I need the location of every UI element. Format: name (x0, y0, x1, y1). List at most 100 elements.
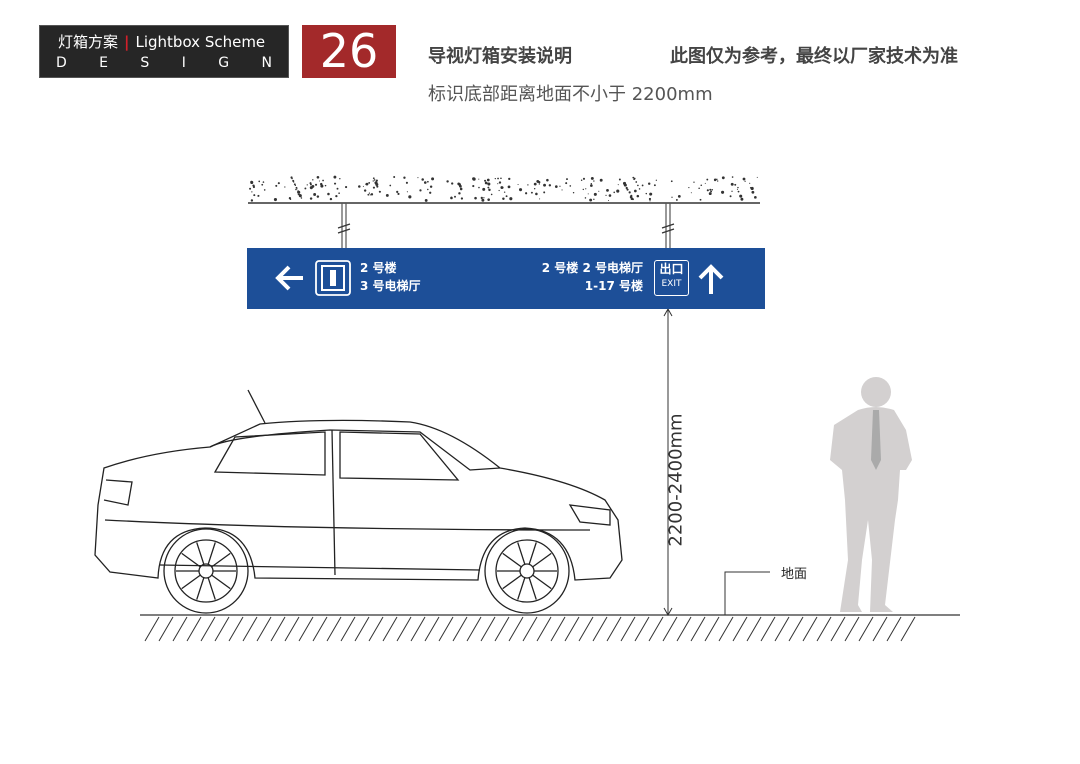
ceiling-speckle (459, 187, 463, 191)
ceiling-speckle (721, 176, 725, 180)
ground-hatch (410, 616, 426, 642)
ceiling-speckle (635, 181, 638, 183)
ground-hatch (522, 616, 538, 642)
ceiling-speckle (638, 188, 641, 190)
ground-hatch (382, 616, 398, 642)
ceiling-speckle (372, 180, 374, 182)
ground-hatch (424, 616, 440, 642)
ceiling-speckle (253, 194, 256, 197)
ground-hatch (158, 616, 174, 642)
ceiling-speckle (730, 182, 734, 186)
subtitle: 标识底部距离地面不小于 2200mm (428, 84, 713, 105)
ceiling-speckle (706, 178, 709, 181)
ceiling-speckle (322, 179, 324, 182)
wheel-spoke (196, 542, 205, 565)
ceiling-speckle (706, 189, 709, 192)
ceiling-speckle (372, 177, 375, 180)
ground-hatch (340, 616, 356, 642)
wheel-spoke (528, 542, 537, 565)
ceiling-speckle (500, 177, 502, 180)
ceiling-speckle (688, 186, 690, 189)
ceiling-speckle (502, 197, 505, 200)
ceiling-speckle (637, 184, 639, 187)
ceiling-speckle (363, 189, 367, 192)
ceiling-speckle (505, 195, 508, 198)
ceiling-speckle (561, 189, 563, 191)
ceiling-speckle (569, 185, 572, 187)
ceiling-speckle (543, 183, 547, 187)
right-destination-2: 1-17 号楼 (584, 279, 643, 293)
ceiling-speckle (335, 194, 338, 198)
ground-hatch (508, 616, 524, 642)
ceiling-speckle (389, 184, 392, 187)
exit-icon: 出口 EXIT (654, 260, 689, 296)
ground-hatch (228, 616, 244, 642)
ceiling-speckle (417, 177, 419, 179)
ground-hatch (858, 616, 874, 642)
ceiling-speckle (708, 192, 712, 196)
ground-hatch (480, 616, 496, 642)
wheel-spoke (207, 577, 216, 600)
ceiling-speckle (509, 197, 513, 201)
ceiling-speckle (590, 184, 593, 187)
ceiling-speckle (289, 198, 292, 200)
brand-en: Lightbox Scheme (135, 33, 266, 51)
ground-hatch (494, 616, 510, 642)
ceiling-speckle (721, 190, 725, 194)
ceiling-speckle (451, 182, 454, 185)
brand-box: 灯箱方案|Lightbox Scheme D E S I G N (39, 25, 289, 78)
wheel-spoke (517, 542, 526, 565)
ceiling-speckle (309, 197, 313, 200)
ceiling-speckle (750, 186, 754, 191)
right-destination-1: 2 号楼 2 号电梯厅 (541, 261, 643, 275)
ground-hatch (746, 616, 762, 642)
ceiling-speckle (297, 190, 301, 194)
ceiling-speckle (648, 197, 652, 201)
ceiling-speckle (711, 188, 714, 191)
ceiling-speckle (481, 198, 485, 202)
ceiling-speckle (716, 178, 718, 181)
ceiling-speckle (311, 184, 315, 188)
ground-hatch (564, 616, 580, 642)
exit-en: EXIT (661, 279, 682, 289)
ceiling-speckle (677, 195, 681, 198)
ceiling-speckle (262, 181, 265, 183)
ceiling-speckle (599, 178, 603, 182)
ceiling-speckle (403, 176, 406, 179)
ceiling-speckle (634, 189, 637, 193)
ceiling-speckle (535, 192, 538, 196)
ground-hatch (886, 616, 902, 642)
arrow-up-icon (698, 264, 724, 294)
ceiling-speckle (613, 191, 616, 194)
ground-hatch (466, 616, 482, 642)
ceiling-speckle (427, 188, 429, 191)
ceiling-speckle (472, 184, 475, 188)
wheel-spoke (196, 577, 205, 600)
reference-note: 此图仅为参考，最终以厂家技术为准 (670, 46, 958, 67)
ceiling-speckle (693, 181, 695, 183)
brand-title: 灯箱方案|Lightbox Scheme (58, 31, 265, 52)
ceiling-speckle (538, 183, 540, 185)
ceiling-speckle (632, 176, 635, 179)
ground-hatch (676, 616, 692, 642)
ceiling-speckle (334, 182, 337, 185)
ceiling-speckle (559, 185, 561, 187)
ceiling-speckle (294, 184, 296, 187)
ceiling-speckle (484, 181, 488, 185)
ceiling-speckle (296, 188, 298, 190)
ceiling-speckle (250, 199, 254, 202)
ground-hatch (536, 616, 552, 642)
ceiling-speckle (284, 186, 286, 188)
ceiling-speckle (333, 175, 337, 179)
ceiling-speckle (709, 188, 712, 191)
brand-design: D E S I G N (56, 55, 272, 71)
ceiling-speckle (367, 193, 370, 196)
ceiling-speckle (713, 178, 717, 182)
ceiling-speckle (300, 197, 303, 199)
ceiling-speckle (251, 191, 253, 193)
ground-hatch (214, 616, 230, 642)
ceiling-speckle (649, 200, 651, 202)
ceiling-speckle (487, 182, 491, 186)
ceiling-speckle (486, 178, 490, 182)
